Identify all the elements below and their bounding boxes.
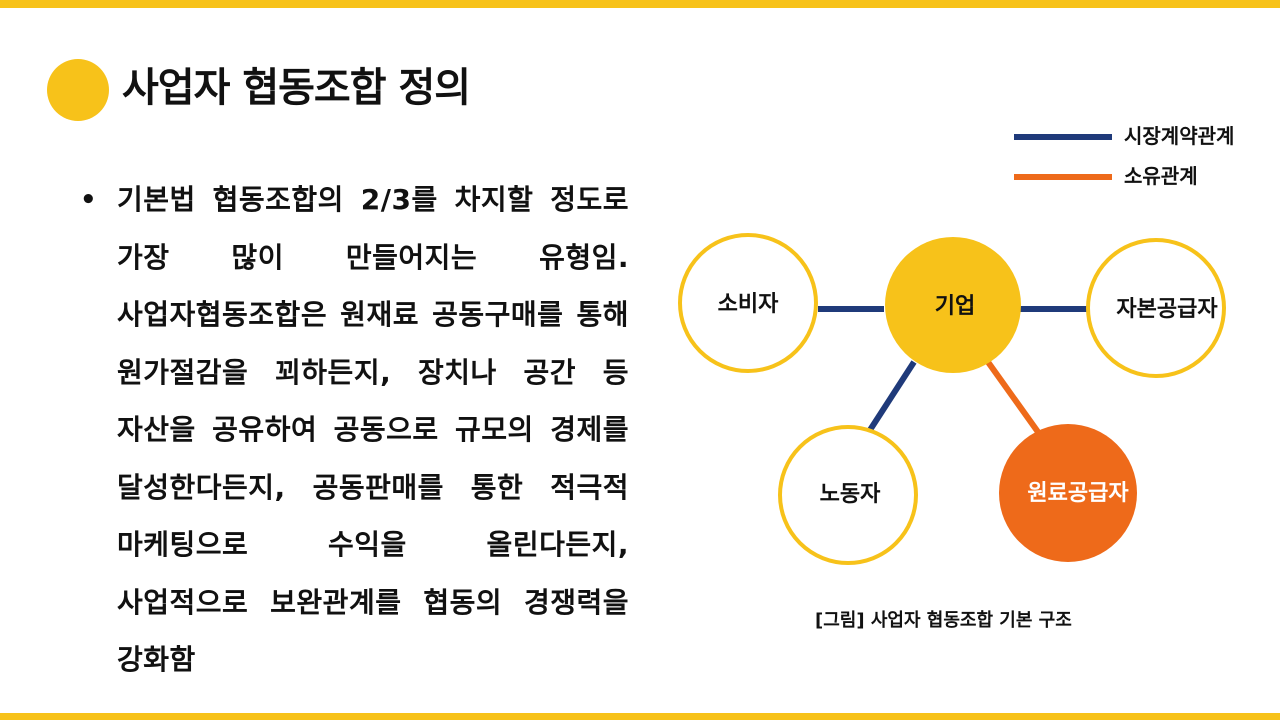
legend-label-market: 시장계약관계 (1124, 124, 1235, 148)
legend-label-ownership: 소유관계 (1124, 164, 1198, 188)
top-accent-bar (0, 0, 1280, 8)
edge-company-material (985, 360, 1041, 434)
bullet-icon: • (80, 185, 97, 215)
node-label-material-supplier: 원료공급자 (1027, 481, 1129, 506)
node-label-company: 기업 (935, 294, 975, 319)
node-company (885, 237, 1021, 373)
node-material-supplier (999, 424, 1137, 562)
bottom-accent-bar (0, 713, 1280, 720)
node-label-labor: 노동자 (820, 482, 881, 507)
legend-line-market (1014, 134, 1112, 140)
title-circle-icon (47, 59, 109, 121)
body-paragraph: 기본법 협동조합의 2/3를 차지할 정도로 가장 많이 만들어지는 유형임. … (117, 183, 629, 676)
edge-company-labor (867, 360, 917, 432)
node-label-consumer: 소비자 (718, 292, 779, 317)
page-title: 사업자 협동조합 정의 (122, 65, 471, 111)
node-capital-supplier (1086, 238, 1226, 378)
legend-line-ownership (1014, 174, 1112, 180)
node-consumer (678, 233, 818, 373)
figure-caption: [그림] 사업자 협동조합 기본 구조 (815, 610, 1072, 631)
node-labor (778, 425, 918, 565)
node-label-capital-supplier: 자본공급자 (1116, 297, 1218, 322)
